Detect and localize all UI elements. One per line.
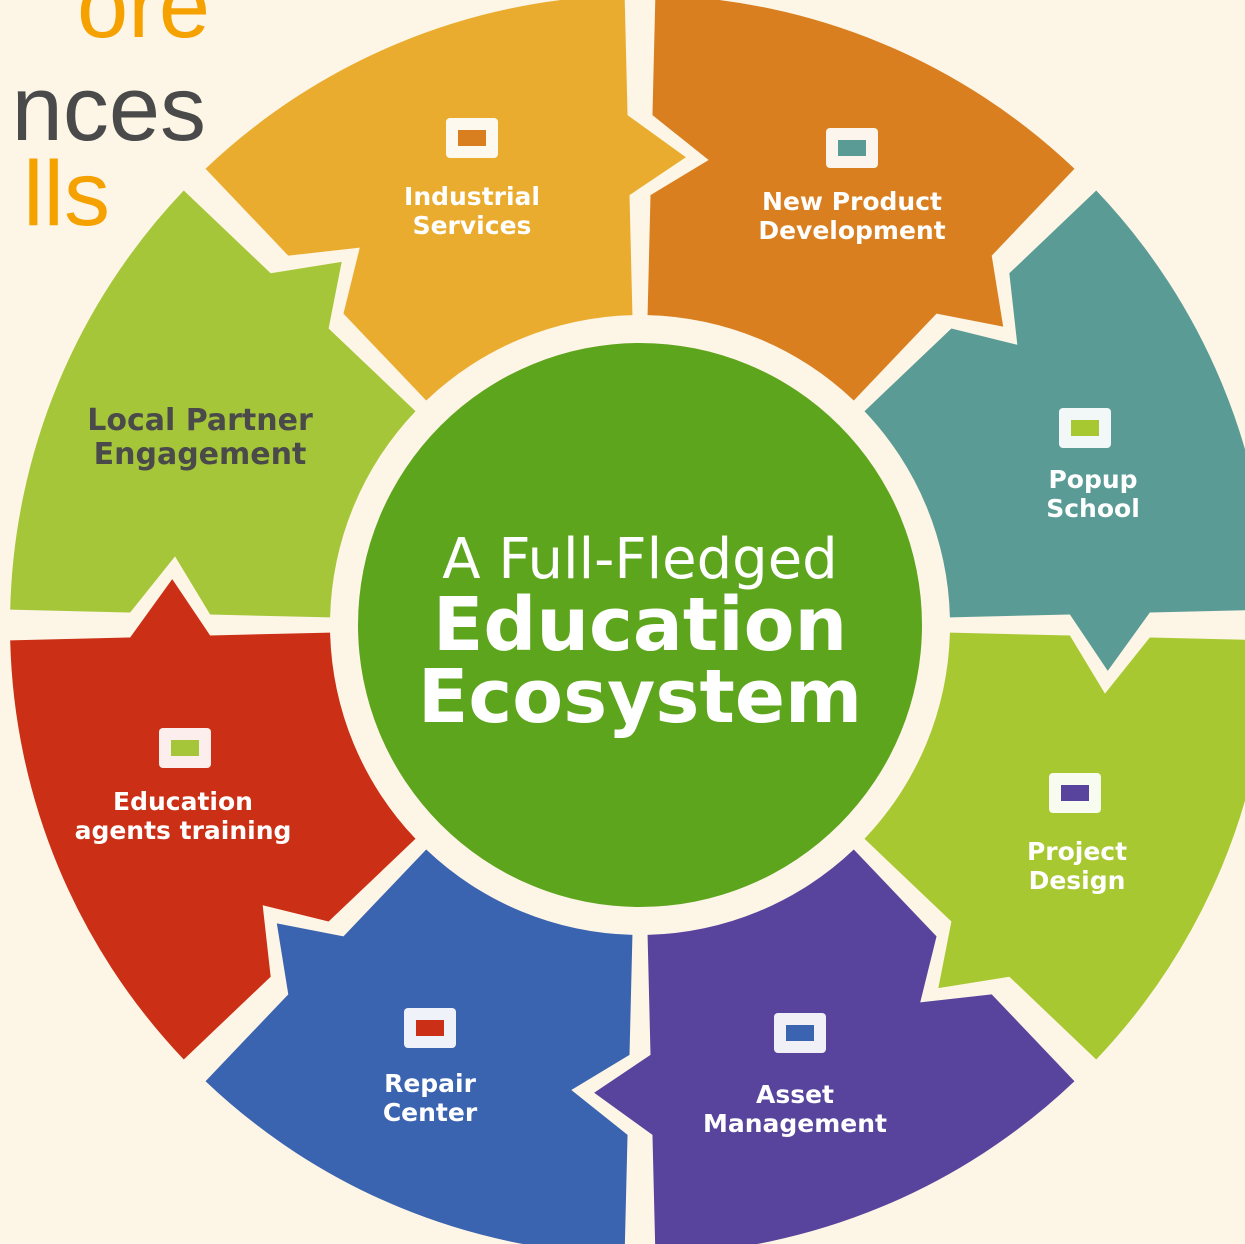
segment-0-label-line-1: Services	[413, 211, 532, 240]
segment-7	[205, 0, 686, 401]
segment-4-label-line-1: Management	[703, 1109, 887, 1138]
center-line-1: A Full-Fledged	[442, 527, 837, 592]
open-box-icon	[826, 128, 878, 168]
segment-4-label-line-0: Asset	[756, 1080, 834, 1109]
center-hub: A Full-Fledged Education Ecosystem	[358, 343, 922, 907]
corner-line-3: lls	[23, 143, 110, 245]
teacher-board-icon	[159, 728, 211, 768]
segment-2-label-line-1: School	[1046, 494, 1140, 523]
segment-2	[864, 632, 1245, 1060]
segment-6-label-line-1: agents training	[75, 816, 292, 845]
document-clock-icon	[774, 1013, 826, 1053]
segment-5	[10, 579, 416, 1060]
corner-line-2: nces	[11, 58, 206, 160]
segment-1	[864, 190, 1245, 671]
center-line-3: Ecosystem	[418, 654, 862, 740]
segment-3-label-line-0: Project	[1027, 837, 1127, 866]
segment-3	[594, 849, 1075, 1244]
segment-0-label-line-0: Industrial	[404, 182, 540, 211]
building-icon	[1059, 408, 1111, 448]
segment-5-label-line-0: Repair	[384, 1069, 477, 1098]
center-line-2: Education	[433, 582, 847, 668]
segment-2-label-line-0: Popup	[1048, 465, 1137, 494]
segments-layer	[10, 0, 1245, 1244]
segment-7-label-line-0: Local Partner	[87, 403, 313, 438]
center-circle	[358, 343, 922, 907]
ruler-pencil-icon	[1049, 773, 1101, 813]
segment-0	[647, 0, 1075, 401]
segment-1-label-line-0: New Product	[762, 187, 942, 216]
segment-6-label-line-0: Education	[113, 787, 253, 816]
segment-5-label-line-1: Center	[383, 1098, 478, 1127]
segment-6	[10, 190, 416, 618]
tools-icon	[404, 1008, 456, 1048]
segment-7-label-line-1: Engagement	[94, 437, 307, 472]
segment-3-label-line-1: Design	[1029, 866, 1126, 895]
segment-1-label-line-1: Development	[758, 216, 945, 245]
corner-line-1: ore	[77, 0, 210, 57]
factory-icon	[446, 118, 498, 158]
